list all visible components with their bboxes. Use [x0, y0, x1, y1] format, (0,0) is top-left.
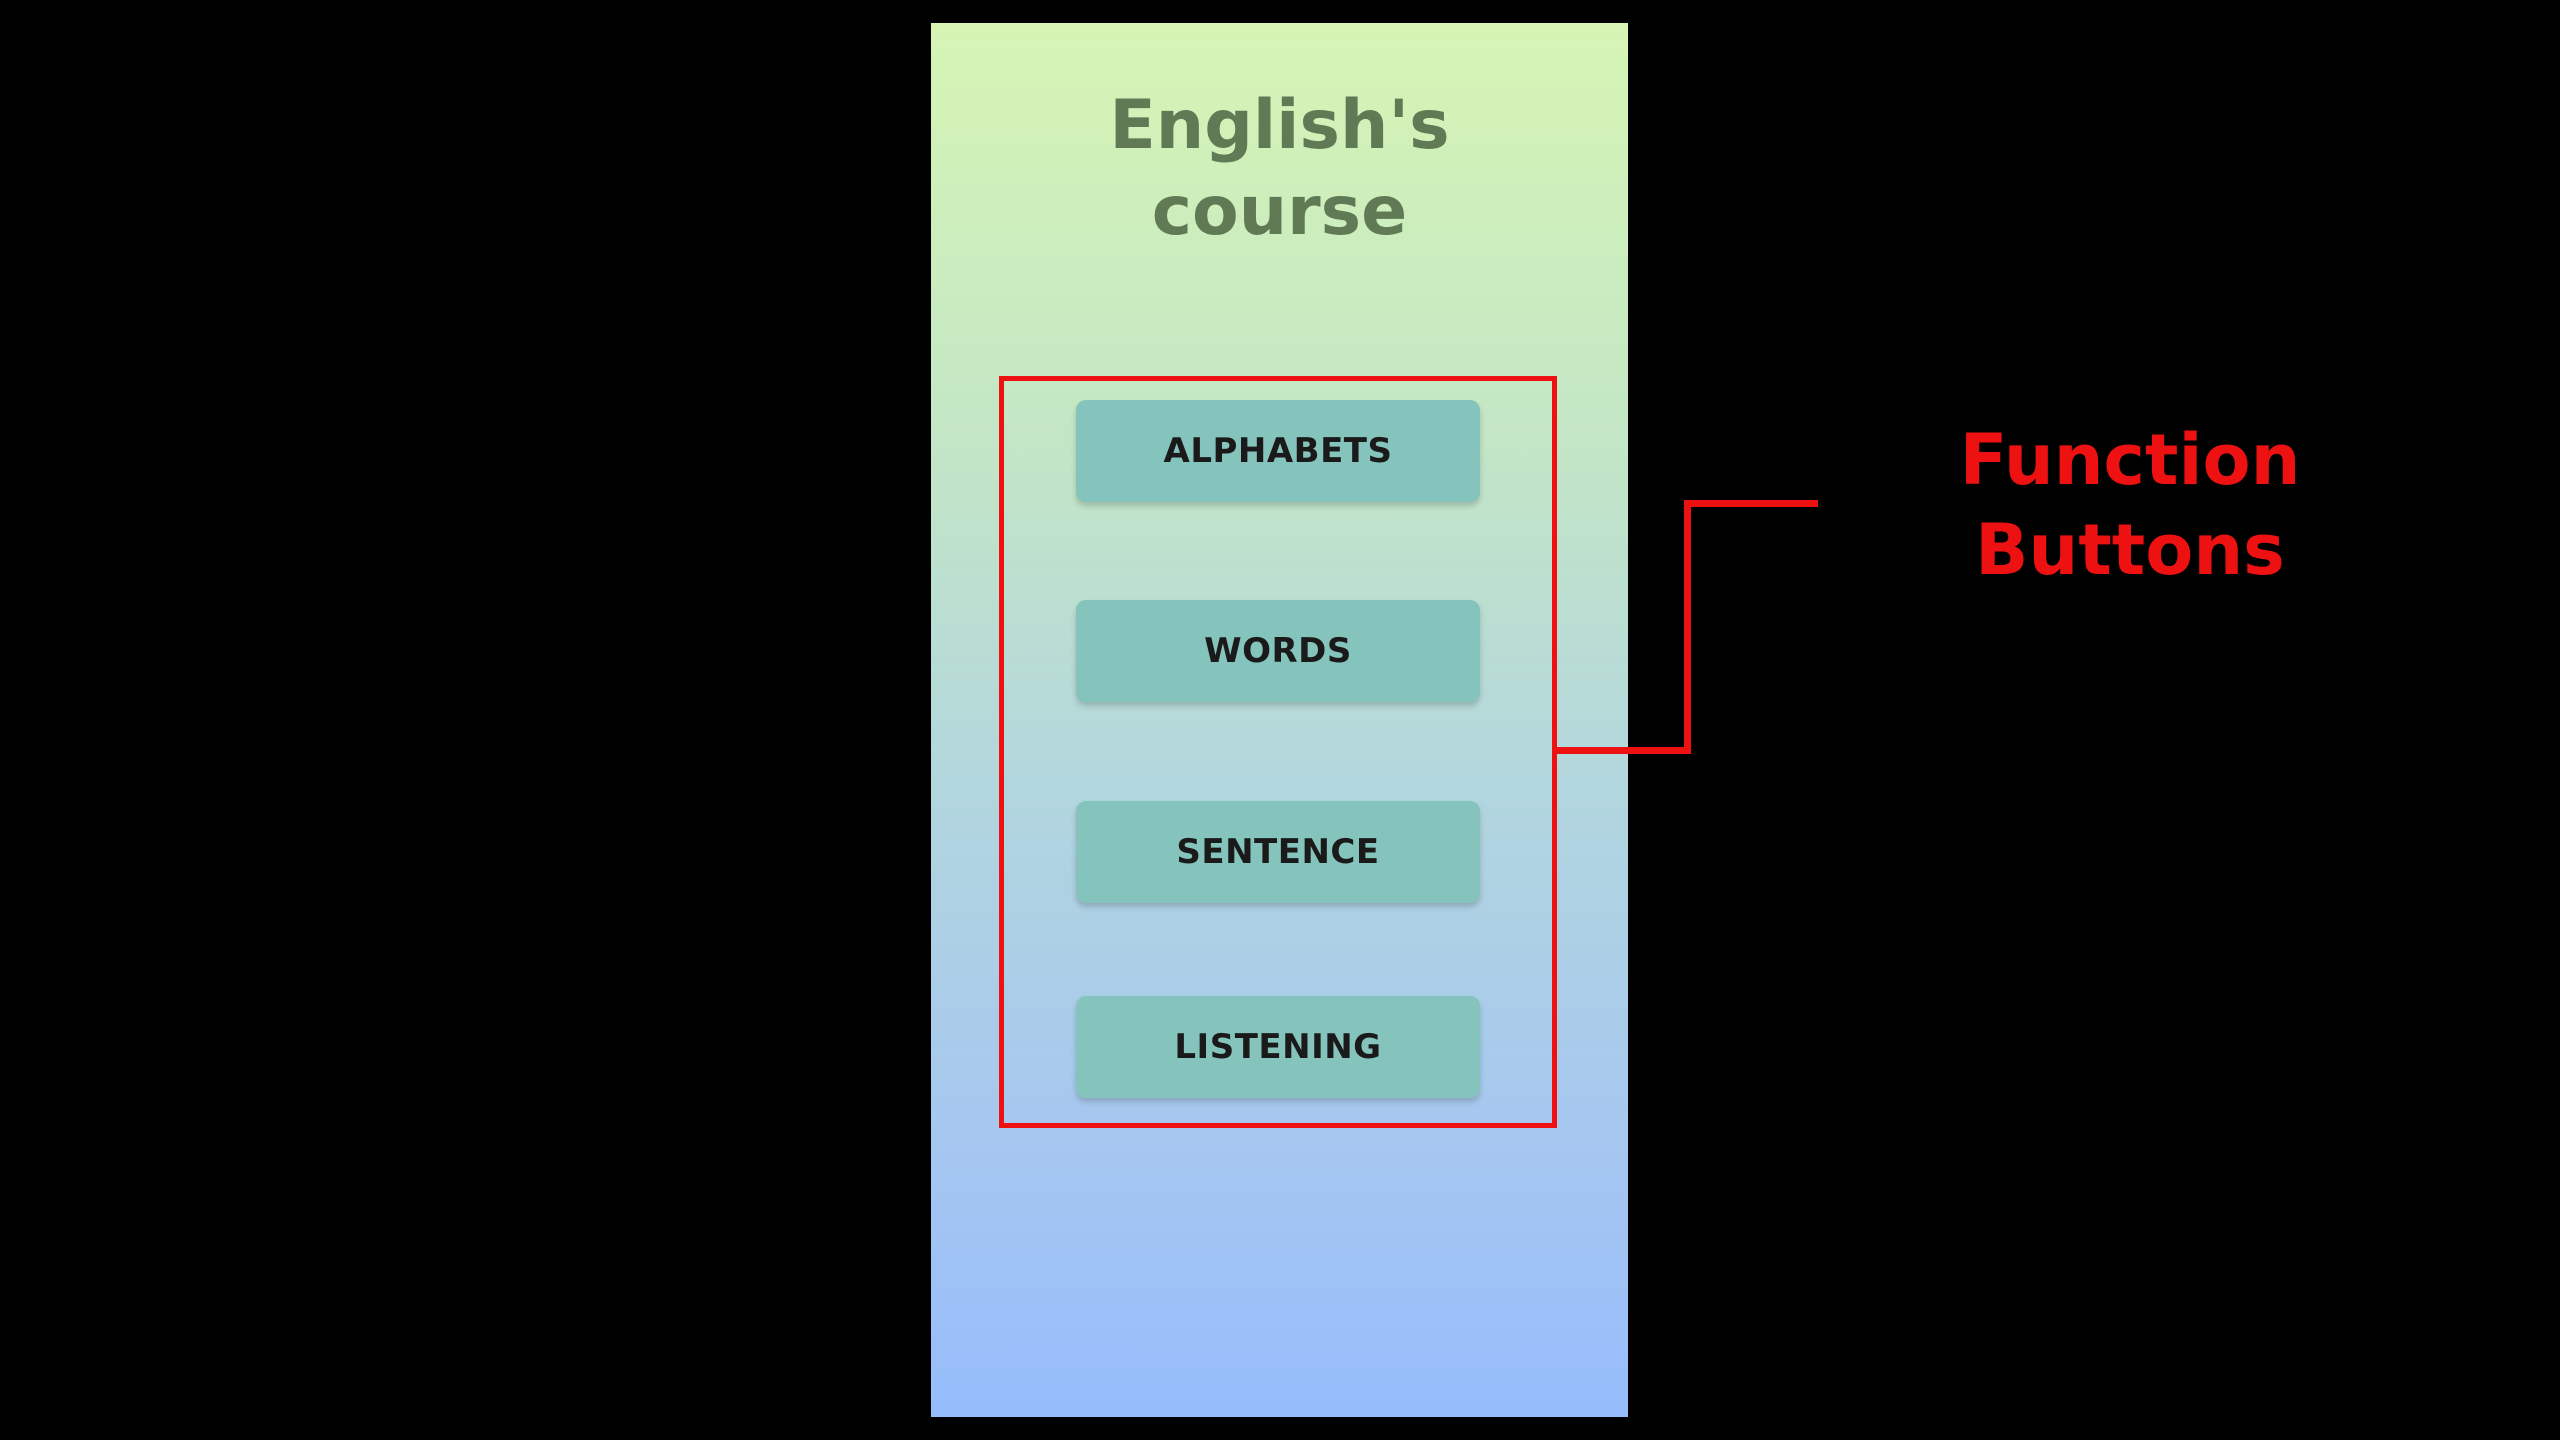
- app-title-line1: English's: [1109, 86, 1450, 165]
- alphabets-button[interactable]: ALPHABETS: [1076, 400, 1480, 502]
- app-title: English's course: [931, 83, 1628, 255]
- app-title-line2: course: [1151, 172, 1408, 251]
- sentence-button[interactable]: SENTENCE: [1076, 801, 1480, 903]
- function-buttons-highlight-box: [999, 376, 1557, 1128]
- callout-connector-vertical: [1684, 500, 1691, 754]
- listening-button[interactable]: LISTENING: [1076, 996, 1480, 1098]
- words-button[interactable]: WORDS: [1076, 600, 1480, 702]
- callout-label: Function Buttons: [1930, 415, 2330, 595]
- callout-label-line2: Buttons: [1975, 509, 2285, 591]
- callout-label-line1: Function: [1959, 419, 2301, 501]
- phone-screen: English's course: [931, 23, 1628, 1417]
- callout-connector-upper: [1684, 500, 1818, 507]
- callout-connector-lower: [1557, 747, 1691, 754]
